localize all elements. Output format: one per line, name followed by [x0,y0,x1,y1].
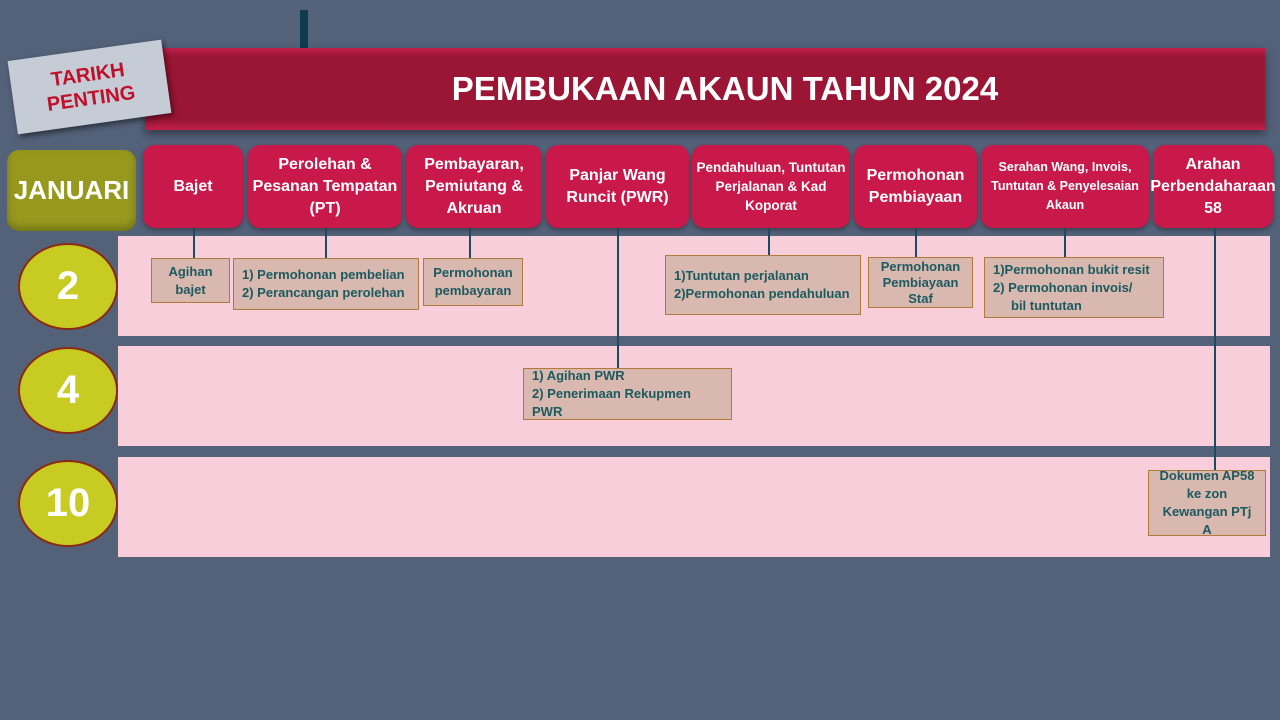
note-line: 2) Penerimaan Rekupmen PWR [532,386,691,419]
note-pt: 1) Permohonan pembelian 2) Perancangan pe… [233,258,419,310]
note-pwr: 1) Agihan PWR 2) Penerimaan Rekupmen PWR [523,368,732,420]
connector-line [1214,228,1216,470]
note-serahan: 1)Permohonan bukit resit 2) Permohonan in… [984,257,1164,318]
category-ap58: Arahan Perbendaharaan 58 [1150,145,1276,228]
category-pembiayaan: Permohonan Pembiayaan [854,145,977,228]
category-pendahuluan: Pendahuluan, Tuntutan Perjalanan & Kad K… [692,145,850,228]
note-line: Agihan [168,263,213,279]
connector-line [193,228,195,258]
note-line: ke zon [1186,486,1228,501]
category-serahan: Serahan Wang, Invois, Tuntutan & Penyele… [981,145,1149,228]
connector-line [325,228,327,258]
note-line: 1)Permohonan bukit resit [993,261,1150,277]
decorative-bar [300,10,308,48]
note-line: bil tuntutan [1011,297,1082,313]
note-line: 2) Permohonan invois/ [993,279,1133,295]
month-label: JANUARI [7,150,136,231]
connector-line [469,228,471,258]
connector-line [768,228,770,255]
connector-line [617,228,619,368]
note-line: bajet [175,281,206,297]
note-pendahuluan: 1)Tuntutan perjalanan 2)Permohonan pendah… [665,255,861,315]
date-circle: 4 [18,347,118,434]
date-row-10 [118,457,1270,557]
note-line: 1) Permohonan pembelian [242,267,405,282]
note-bajet: Agihan bajet [151,258,230,303]
note-pembayaran: Permohonan pembayaran [423,258,523,306]
note-line: 2) Perancangan perolehan [242,285,405,300]
date-circle: 10 [18,460,118,547]
note-line: Staf [908,290,933,306]
connector-line [1064,228,1066,257]
category-perolehan: Perolehan & Pesanan Tempatan (PT) [248,145,402,228]
category-bajet: Bajet [143,145,243,228]
category-pwr: Panjar Wang Runcit (PWR) [546,145,689,228]
note-line: 1)Tuntutan perjalanan [674,268,809,283]
note-line: Kewangan PTj A [1162,504,1252,537]
note-line: 1) Agihan PWR [532,368,625,383]
note-line: 2)Permohonan pendahuluan [674,286,850,301]
page-title: PEMBUKAAN AKAUN TAHUN 2024 [145,48,1265,130]
category-pembayaran: Pembayaran, Pemiutang & Akruan [406,145,542,228]
date-circle: 2 [18,243,118,330]
note-line: Dokumen AP58 [1159,468,1255,483]
note-line: Pembiayaan [882,274,959,290]
note-line: Permohonan [880,258,961,274]
connector-line [915,228,917,257]
note-line: pembayaran [434,283,512,298]
note-line: Permohonan [433,265,513,280]
